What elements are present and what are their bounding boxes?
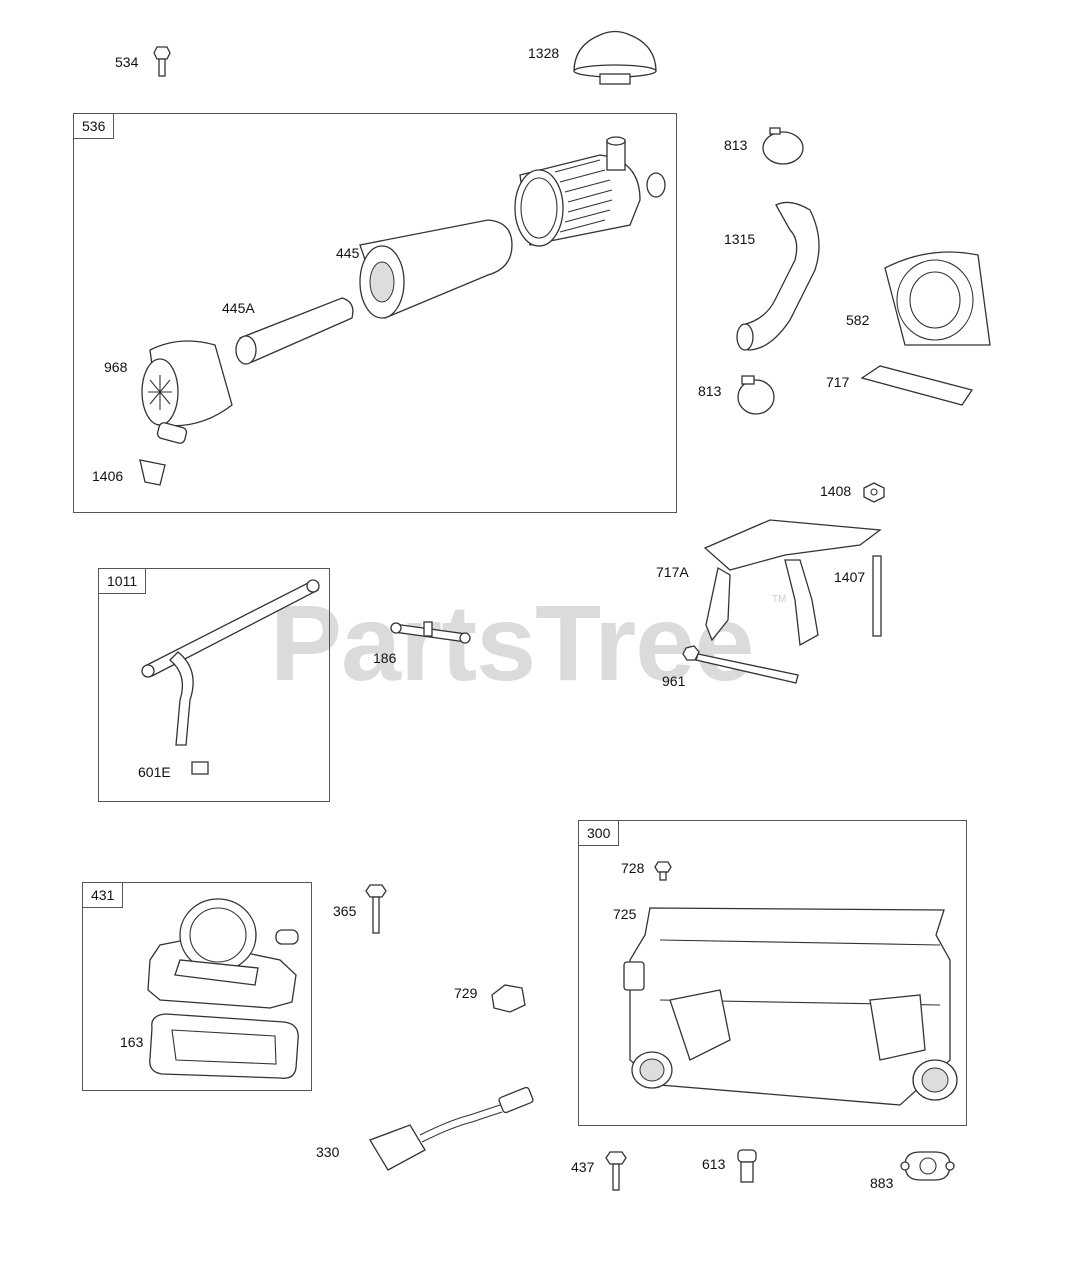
label-1406[interactable]: 1406 [92, 468, 124, 484]
label-437[interactable]: 437 [571, 1159, 595, 1175]
label-330[interactable]: 330 [316, 1144, 340, 1160]
part-163-gasket [149, 1013, 299, 1079]
group-1011-label: 1011 [99, 569, 147, 594]
part-961-rod [682, 645, 799, 684]
part-717-bracket [860, 365, 974, 406]
label-717A[interactable]: 717A [656, 564, 689, 580]
watermark: PartsTree [270, 582, 754, 703]
label-961[interactable]: 961 [662, 673, 686, 689]
part-1407-stud [872, 555, 882, 637]
part-1011-breather-tube [141, 579, 320, 746]
part-445A-tube [235, 297, 354, 365]
label-601E[interactable]: 601E [138, 764, 171, 780]
label-728[interactable]: 728 [621, 860, 645, 876]
group-536-box: 536 [73, 113, 677, 513]
part-883-gasket [900, 1151, 955, 1181]
label-163[interactable]: 163 [120, 1034, 144, 1050]
label-813-top[interactable]: 813 [724, 137, 748, 153]
part-582-shroud [884, 251, 991, 346]
part-729-clip [491, 984, 526, 1013]
part-air-cleaner-housing [514, 136, 666, 247]
part-1408-nut [863, 482, 885, 503]
watermark-trademark: TM [772, 594, 787, 605]
label-883[interactable]: 883 [870, 1175, 894, 1191]
part-365-bolt [365, 884, 387, 934]
label-445[interactable]: 445 [336, 245, 360, 261]
group-431-label: 431 [83, 883, 124, 908]
group-300-label: 300 [579, 821, 620, 846]
group-431-box: 431 [82, 882, 312, 1091]
part-186-fitting [390, 621, 471, 644]
label-813-bottom[interactable]: 813 [698, 383, 722, 399]
part-725-muffler [623, 907, 958, 1106]
label-365[interactable]: 365 [333, 903, 357, 919]
part-437-bolt [605, 1151, 627, 1191]
label-725[interactable]: 725 [613, 906, 637, 922]
group-1011-box: 1011 [98, 568, 330, 802]
label-186[interactable]: 186 [373, 650, 397, 666]
part-534-bolt [153, 46, 171, 77]
label-1328[interactable]: 1328 [528, 45, 560, 61]
label-968[interactable]: 968 [104, 359, 128, 375]
part-968-cover [141, 340, 233, 444]
part-1328-cap [573, 30, 657, 85]
label-445A[interactable]: 445A [222, 300, 255, 316]
label-717[interactable]: 717 [826, 374, 850, 390]
label-582[interactable]: 582 [846, 312, 870, 328]
part-813-clamp-top [762, 127, 804, 165]
label-613[interactable]: 613 [702, 1156, 726, 1172]
part-601E-clamp [191, 761, 209, 775]
label-1407[interactable]: 1407 [834, 569, 866, 585]
part-330-sensor [369, 1086, 534, 1171]
part-1315-hose [736, 201, 820, 351]
part-1406-valve [139, 459, 166, 486]
part-613-screw [737, 1149, 757, 1183]
label-534[interactable]: 534 [115, 54, 139, 70]
part-431-throttle-body [147, 898, 299, 1009]
part-728-screw [654, 861, 672, 881]
group-300-box: 300 [578, 820, 967, 1126]
part-445-filter [359, 219, 513, 319]
part-813-clamp-bottom [737, 375, 775, 415]
part-717A-bracket [703, 519, 882, 647]
label-1408[interactable]: 1408 [820, 483, 852, 499]
label-729[interactable]: 729 [454, 985, 478, 1001]
label-1315[interactable]: 1315 [724, 231, 756, 247]
group-536-label: 536 [74, 114, 115, 139]
